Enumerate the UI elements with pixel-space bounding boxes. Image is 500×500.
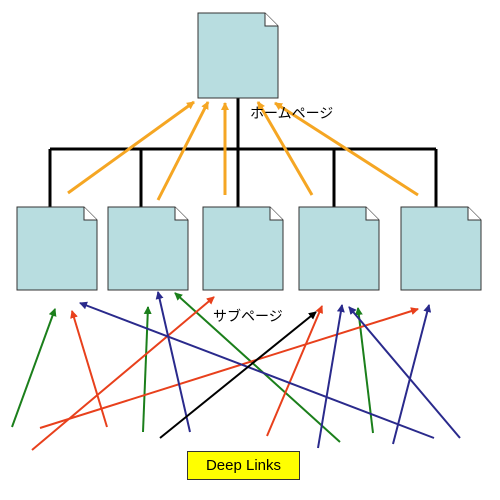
green-arrow-1 — [11, 308, 57, 428]
sub-page-document-5 — [400, 206, 482, 291]
red-arrow-4 — [266, 305, 323, 437]
navy-arrow-1 — [155, 291, 191, 433]
red-arrow-3 — [39, 307, 419, 429]
sub-page-document-1 — [16, 206, 98, 291]
tree-connectors — [48, 98, 438, 207]
black-arrow-1 — [159, 311, 317, 439]
home-page-label: ホームページ — [250, 106, 334, 122]
red-arrow-1 — [70, 310, 108, 428]
navy-arrow-4 — [348, 306, 461, 439]
orange-arrows — [67, 100, 419, 201]
deep-links-box: Deep Links — [187, 451, 300, 480]
sub-page-label: サブページ — [213, 309, 283, 325]
sub-page-document-4 — [298, 206, 380, 291]
home-page-document — [197, 12, 279, 99]
navy-arrow-5 — [392, 304, 432, 445]
sub-page-document-2 — [107, 206, 189, 291]
orange-arrow-5 — [274, 101, 419, 197]
orange-arrow-1 — [67, 100, 195, 195]
green-arrow-2 — [142, 306, 152, 433]
green-arrow-4 — [354, 307, 374, 434]
red-arrow-2 — [31, 296, 215, 451]
sub-page-documents — [16, 206, 482, 291]
navy-arrow-3 — [317, 304, 345, 449]
green-arrow-3 — [174, 292, 341, 443]
orange-arrow-4 — [256, 101, 314, 196]
deep-link-arrows — [11, 291, 461, 451]
sub-page-document-3 — [202, 206, 284, 291]
navy-arrow-2 — [79, 301, 435, 439]
orange-arrow-2 — [156, 101, 210, 201]
